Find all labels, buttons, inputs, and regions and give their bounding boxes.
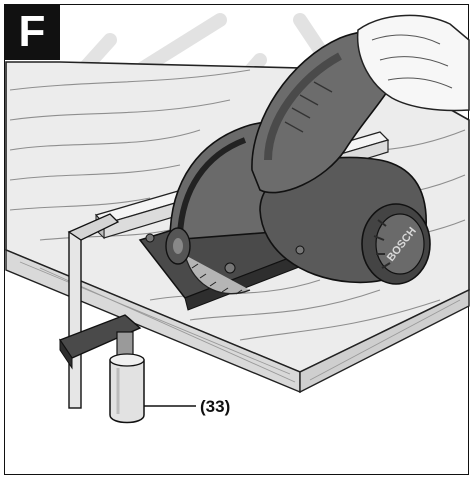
operator-hand xyxy=(356,14,470,112)
circular-saw: BOSCH xyxy=(138,30,431,311)
screw-clamp xyxy=(58,213,196,424)
callout-label-33: (33) xyxy=(200,397,231,416)
figure-panel-badge: F xyxy=(4,4,60,60)
